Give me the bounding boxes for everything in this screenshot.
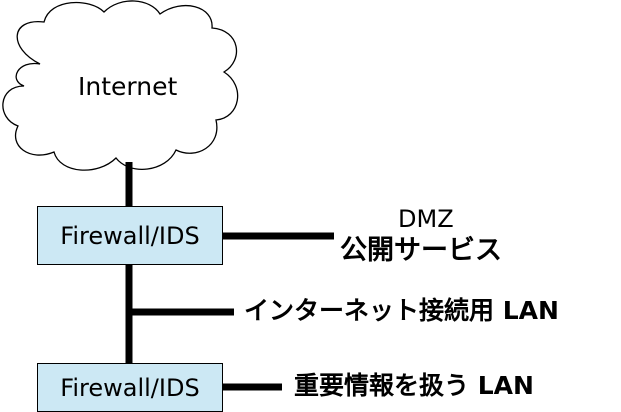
internet-label: Internet — [78, 72, 178, 101]
dmz-title: DMZ — [398, 205, 454, 233]
firewall-ids-box-lower: Firewall/IDS — [37, 363, 223, 412]
dmz-subtitle: 公開サービス — [340, 235, 502, 266]
firewall-ids-box-upper: Firewall/IDS — [37, 206, 223, 265]
internal-lan-label: 重要情報を扱う LAN — [294, 371, 534, 400]
internet-lan-label: インターネット接続用 LAN — [244, 296, 559, 325]
internet-cloud — [2, 0, 239, 171]
